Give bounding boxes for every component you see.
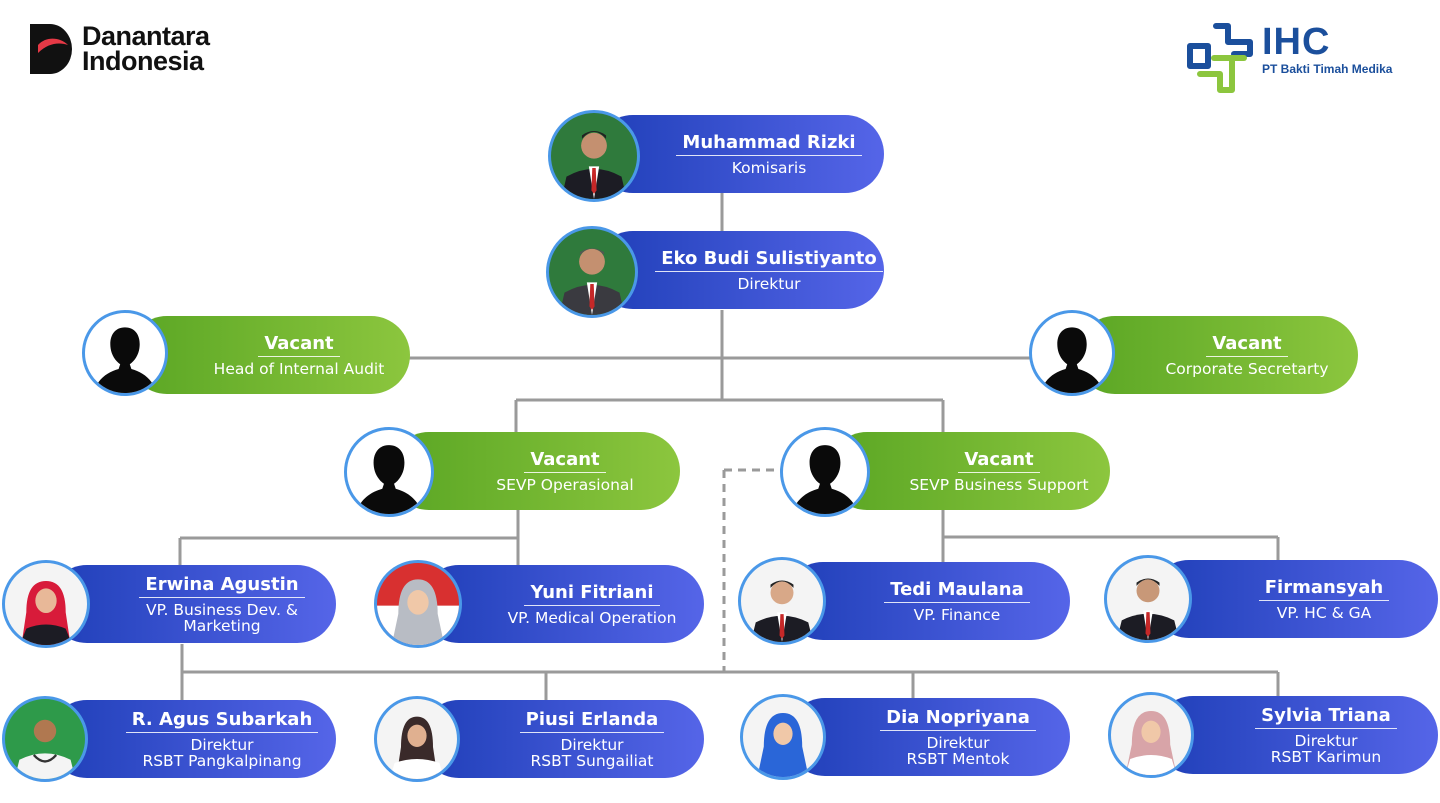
node-name: Firmansyah (1258, 577, 1390, 601)
direktur-photo (546, 226, 638, 318)
ihc-logo: IHC PT Bakti Timah Medika (1186, 22, 1392, 94)
silhouette-icon (344, 427, 434, 517)
node-title: Direktur RSBT Mentok (906, 734, 1010, 768)
tedi-photo (738, 557, 826, 645)
node-direktur: Eko Budi Sulistiyanto Direktur (594, 231, 884, 309)
node-corp-secretary: Vacant Corporate Secretarty (1076, 316, 1358, 394)
node-title: Direktur RSBT Sungailiat (530, 736, 654, 770)
logo-line-1: Danantara (82, 21, 210, 51)
node-vp-finance: Tedi Maulana VP. Finance (784, 562, 1070, 640)
node-komisaris: Muhammad Rizki Komisaris (594, 115, 884, 193)
node-name: Erwina Agustin (139, 574, 305, 598)
node-name: R. Agus Subarkah (125, 709, 319, 733)
node-title: VP. Medical Operation (507, 609, 677, 627)
node-title: VP. HC & GA (1276, 604, 1372, 622)
node-rsbt-mentok: Dia Nopriyana Direktur RSBT Mentok (786, 698, 1070, 776)
node-name: Vacant (258, 333, 340, 357)
silhouette-icon (780, 427, 870, 517)
ihc-subtitle: PT Bakti Timah Medika (1262, 62, 1393, 76)
node-title: SEVP Operasional (496, 476, 634, 494)
node-vp-business-dev: Erwina Agustin VP. Business Dev. & Marke… (48, 565, 336, 643)
node-name: Muhammad Rizki (676, 132, 862, 156)
node-vp-hc-ga: Firmansyah VP. HC & GA (1150, 560, 1438, 638)
node-name: Dia Nopriyana (880, 707, 1036, 731)
node-vp-medical-operation: Yuni Fitriani VP. Medical Operation (420, 565, 704, 643)
node-rsbt-pangkalpinang: R. Agus Subarkah Direktur RSBT Pangkalpi… (48, 700, 336, 778)
node-name: Eko Budi Sulistiyanto (655, 248, 883, 272)
komisaris-photo (548, 110, 640, 202)
node-name: Yuni Fitriani (524, 582, 660, 606)
yuni-photo (374, 560, 462, 648)
sylvia-photo (1108, 692, 1194, 778)
node-title: Head of Internal Audit (213, 360, 385, 378)
node-title: SEVP Business Support (909, 476, 1089, 494)
node-title: VP. Business Dev. & Marketing (145, 601, 299, 635)
danantara-mark-icon (30, 24, 72, 74)
node-sevp-operasional: Vacant SEVP Operasional (390, 432, 680, 510)
node-sevp-business-support: Vacant SEVP Business Support (828, 432, 1110, 510)
node-title: VP. Finance (913, 606, 1001, 624)
node-internal-audit: Vacant Head of Internal Audit (128, 316, 410, 394)
node-name: Sylvia Triana (1255, 705, 1397, 729)
node-rsbt-sungailiat: Piusi Erlanda Direktur RSBT Sungailiat (420, 700, 704, 778)
silhouette-icon (1029, 310, 1115, 396)
agus-photo (2, 696, 88, 782)
firmansyah-photo (1104, 555, 1192, 643)
node-title: Direktur RSBT Karimun (1270, 732, 1382, 766)
node-title: Corporate Secretarty (1165, 360, 1329, 378)
node-name: Vacant (958, 449, 1040, 473)
node-rsbt-karimun: Sylvia Triana Direktur RSBT Karimun (1154, 696, 1438, 774)
silhouette-icon (82, 310, 168, 396)
ihc-name: IHC (1262, 21, 1331, 63)
node-title: Direktur RSBT Pangkalpinang (142, 736, 302, 770)
node-name: Tedi Maulana (884, 579, 1030, 603)
node-title: Komisaris (731, 159, 807, 177)
erwina-photo (2, 560, 90, 648)
logo-line-2: Indonesia (82, 46, 204, 76)
node-title: Direktur (737, 275, 801, 293)
node-name: Piusi Erlanda (519, 709, 665, 733)
dia-photo (740, 694, 826, 780)
piusi-photo (374, 696, 460, 782)
danantara-logo: Danantara Indonesia (30, 21, 210, 76)
node-name: Vacant (524, 449, 606, 473)
node-name: Vacant (1206, 333, 1288, 357)
ihc-cross-icon (1187, 23, 1253, 93)
